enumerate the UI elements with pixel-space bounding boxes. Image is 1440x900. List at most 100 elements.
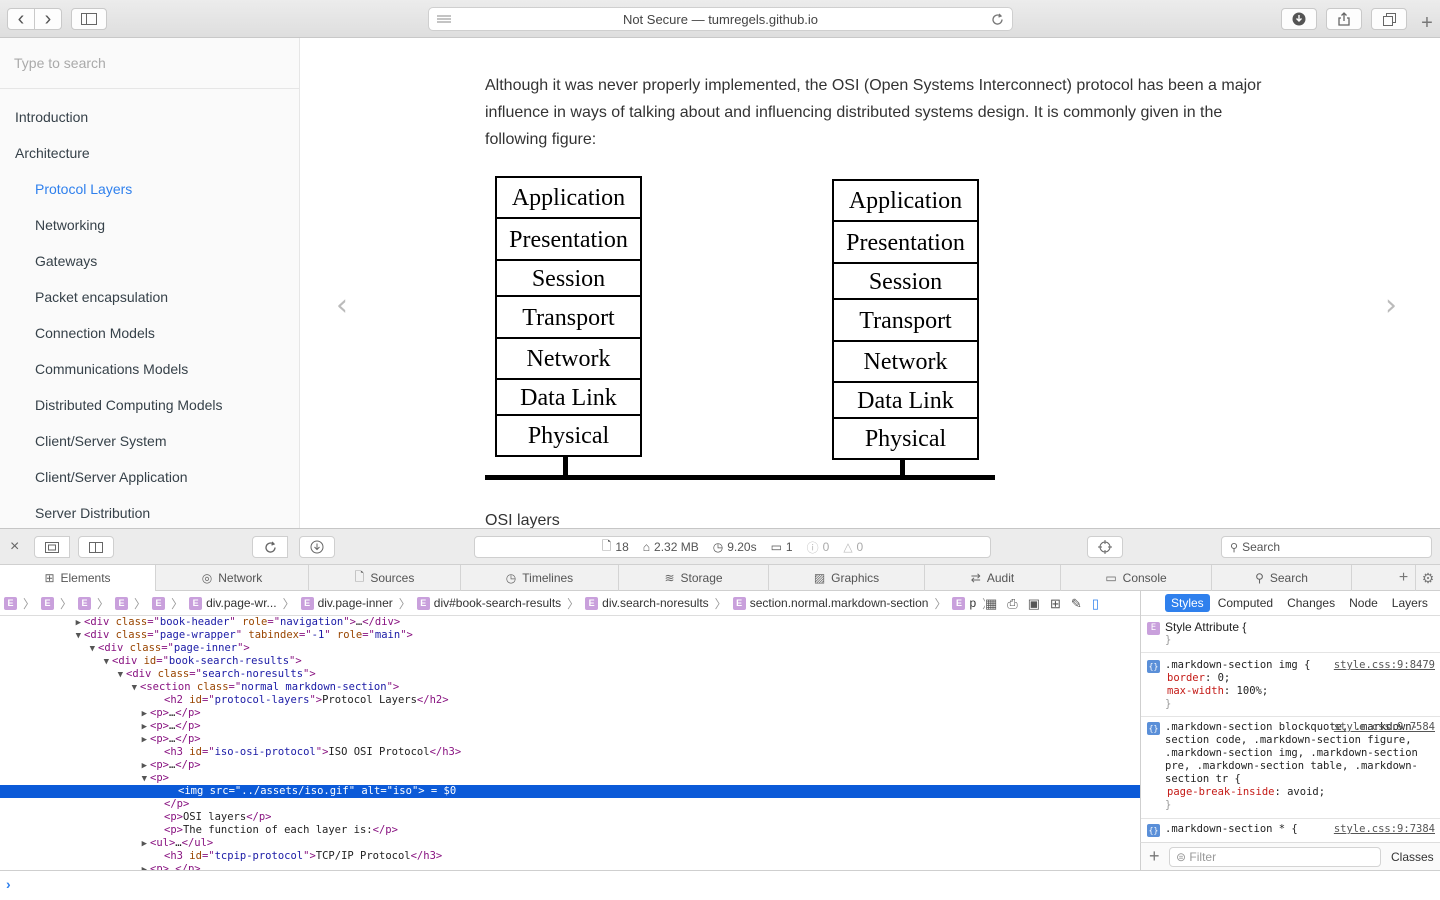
new-tab-button[interactable]: + xyxy=(1416,12,1438,34)
collapse-triangle-icon[interactable]: ▼ xyxy=(103,657,109,667)
breadcrumb-element[interactable]: E xyxy=(78,596,92,610)
console-prompt[interactable]: › xyxy=(0,870,1440,900)
dom-node[interactable]: ▶<ul>…</ul> xyxy=(0,837,1140,850)
sidebar-item-protocol-layers[interactable]: Protocol Layers xyxy=(35,181,133,197)
grid-icon[interactable]: ⊞ xyxy=(1050,596,1061,611)
expand-triangle-icon[interactable]: ▶ xyxy=(141,709,147,719)
download-archive-button[interactable] xyxy=(299,536,335,558)
tab-search[interactable]: ⚲Search xyxy=(1212,565,1352,591)
sidebar-toggle-button[interactable] xyxy=(71,8,107,30)
dom-node[interactable]: ▼<div class="page-wrapper" tabindex="-1"… xyxy=(0,629,1140,642)
dom-node[interactable]: ▶<p>…</p> xyxy=(0,720,1140,733)
back-button[interactable]: ‹ xyxy=(7,8,35,30)
devtools-search-input[interactable]: ⚲Search xyxy=(1221,536,1432,558)
styles-tab-styles[interactable]: Styles xyxy=(1165,594,1210,612)
tab-network[interactable]: ◎Network xyxy=(156,565,309,591)
dom-node[interactable]: ▼<section class="normal markdown-section… xyxy=(0,681,1140,694)
screenshot-icon[interactable]: ▣ xyxy=(1027,596,1040,611)
tab-console[interactable]: ▭Console xyxy=(1061,565,1212,591)
classes-toggle[interactable]: Classes xyxy=(1391,850,1434,864)
css-rule[interactable]: {}style.css:9:7584.markdown-section bloc… xyxy=(1141,721,1440,819)
tab-elements[interactable]: ⊞Elements xyxy=(0,565,156,591)
reload-icon[interactable] xyxy=(991,13,1004,26)
brush-icon[interactable]: ✎ xyxy=(1070,596,1082,611)
expand-triangle-icon[interactable]: ▶ xyxy=(141,735,147,745)
tab-timelines[interactable]: ◷Timelines xyxy=(461,565,619,591)
sidebar-item-architecture[interactable]: Architecture xyxy=(15,145,90,161)
reload-page-button[interactable] xyxy=(252,536,288,558)
details-sidebar-icon[interactable]: ▯ xyxy=(1091,596,1099,611)
add-tab-button[interactable]: + xyxy=(1392,565,1416,591)
styles-tab-layers[interactable]: Layers xyxy=(1391,596,1428,610)
close-devtools-button[interactable]: × xyxy=(10,538,19,556)
dom-node[interactable]: ▼<div class="search-noresults"> xyxy=(0,668,1140,681)
sidebar-item-networking[interactable]: Networking xyxy=(35,217,106,233)
dom-node[interactable]: <h3 id="tcpip-protocol">TCP/IP Protocol<… xyxy=(0,850,1140,863)
css-property[interactable]: page-break-inside: avoid; xyxy=(1167,786,1326,798)
expand-triangle-icon[interactable]: ▶ xyxy=(141,865,147,870)
dom-node[interactable]: <p>The function of each layer is:</p> xyxy=(0,824,1140,837)
tab-storage[interactable]: ≋Storage xyxy=(619,565,769,591)
dom-node[interactable]: ▼<p> xyxy=(0,772,1140,785)
dock-separate-button[interactable] xyxy=(34,536,70,558)
tab-audit[interactable]: ⇄Audit xyxy=(925,565,1061,591)
dom-node[interactable]: <p>OSI layers</p> xyxy=(0,811,1140,824)
dom-node[interactable]: </p> xyxy=(0,798,1140,811)
styles-tab-changes[interactable]: Changes xyxy=(1287,596,1336,610)
dom-node[interactable]: ▶<p>…</p> xyxy=(0,733,1140,746)
collapse-triangle-icon[interactable]: ▼ xyxy=(89,644,95,654)
breadcrumb-element[interactable]: E xyxy=(152,596,166,610)
tab-graphics[interactable]: ▨Graphics xyxy=(769,565,925,591)
dom-node[interactable]: ▶<p>…</p> xyxy=(0,707,1140,720)
breadcrumb-element[interactable]: E xyxy=(115,596,129,610)
prev-page-arrow[interactable]: ‹ xyxy=(336,288,348,323)
expand-triangle-icon[interactable]: ▶ xyxy=(75,618,81,628)
dom-node[interactable]: <h3 id="iso-osi-protocol">ISO OSI Protoc… xyxy=(0,746,1140,759)
expand-triangle-icon[interactable]: ▶ xyxy=(141,761,147,771)
sidebar-item-client-server-system[interactable]: Client/Server System xyxy=(35,433,167,449)
dom-node[interactable]: ▼<div id="book-search-results"> xyxy=(0,655,1140,668)
sidebar-item-client-server-application[interactable]: Client/Server Application xyxy=(35,469,188,485)
print-icon[interactable]: ⎙ xyxy=(1007,596,1018,611)
sidebar-item-gateways[interactable]: Gateways xyxy=(35,253,98,269)
css-rule[interactable]: {}style.css:9:8479.markdown-section img … xyxy=(1141,659,1440,717)
dom-node[interactable]: ▼<div class="page-inner"> xyxy=(0,642,1140,655)
rule-source-link[interactable]: style.css:9:8479 xyxy=(1333,659,1435,671)
rule-source-link[interactable]: style.css:9:7584 xyxy=(1333,721,1435,733)
search-input[interactable]: Type to search xyxy=(0,38,299,89)
dock-side-button[interactable] xyxy=(78,536,114,558)
style-attribute-rule[interactable]: E Style Attribute { } xyxy=(1141,621,1440,653)
css-property[interactable]: border: 0; xyxy=(1167,672,1231,684)
tabs-overview-button[interactable] xyxy=(1371,8,1407,30)
sidebar-item-connection-models[interactable]: Connection Models xyxy=(35,325,155,341)
sidebar-item-introduction[interactable]: Introduction xyxy=(15,109,89,125)
breadcrumb-element[interactable]: E xyxy=(41,596,55,610)
breadcrumb-element[interactable]: E xyxy=(4,596,17,610)
collapse-triangle-icon[interactable]: ▼ xyxy=(141,774,147,784)
collapse-triangle-icon[interactable]: ▼ xyxy=(131,683,137,693)
rule-source-link[interactable]: style.css:9:7384 xyxy=(1333,823,1435,835)
styles-filter-input[interactable]: ⊜ Filter xyxy=(1169,847,1381,867)
sidebar-item-server-distribution[interactable]: Server Distribution xyxy=(35,505,151,521)
downloads-button[interactable] xyxy=(1281,8,1317,30)
inspect-element-button[interactable] xyxy=(1087,536,1123,558)
share-button[interactable] xyxy=(1326,8,1362,30)
next-page-arrow[interactable]: › xyxy=(1385,288,1397,323)
sidebar-item-packet-encapsulation[interactable]: Packet encapsulation xyxy=(35,289,169,305)
styles-tab-node[interactable]: Node xyxy=(1349,596,1378,610)
dom-node-selected[interactable]: <img src="../assets/iso.gif" alt="iso"> … xyxy=(0,785,1140,798)
forward-button[interactable]: › xyxy=(34,8,62,30)
css-property[interactable]: max-width: 100%; xyxy=(1167,685,1269,697)
expand-triangle-icon[interactable]: ▶ xyxy=(141,722,147,732)
collapse-triangle-icon[interactable]: ▼ xyxy=(117,670,123,680)
expand-triangle-icon[interactable]: ▶ xyxy=(141,839,147,849)
dom-node[interactable]: ▶<p>…</p> xyxy=(0,759,1140,772)
sidebar-item-communications-models[interactable]: Communications Models xyxy=(35,361,189,377)
